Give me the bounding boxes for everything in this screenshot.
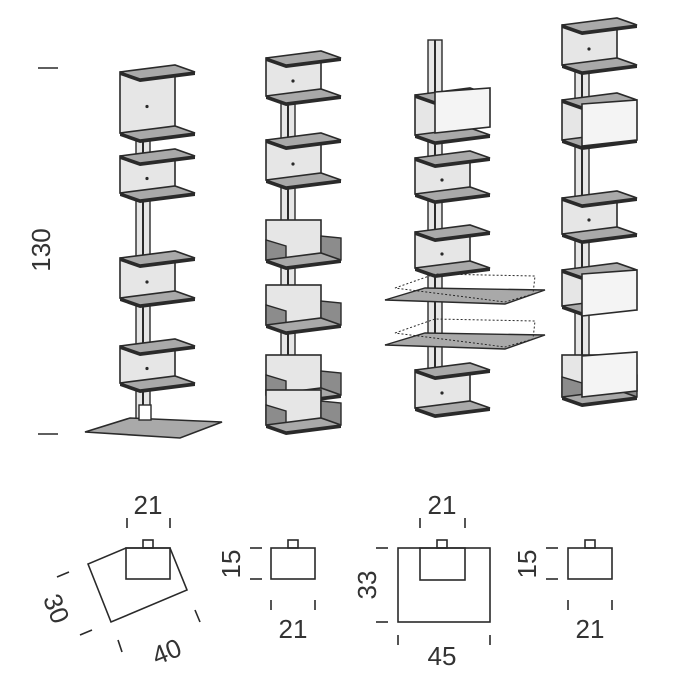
tray-depth-label: 33 <box>352 571 382 600</box>
screw-dot <box>145 280 149 284</box>
magazine-flap <box>434 87 491 134</box>
height-dimension: 130 <box>26 67 58 435</box>
shelf-edge <box>266 58 341 68</box>
shelf-edge <box>120 193 195 203</box>
tray-board <box>384 287 546 305</box>
shelf-module <box>119 64 196 143</box>
shelf-edge <box>415 194 490 204</box>
shelf-edge <box>415 135 490 145</box>
shelf-edge <box>266 260 341 270</box>
tray-outline <box>394 318 536 348</box>
screw-dot <box>145 366 149 371</box>
module-back <box>119 71 176 134</box>
screw-dot <box>291 162 295 166</box>
module-b-height-label: 15 <box>512 550 542 579</box>
magazine-flap <box>581 269 638 317</box>
plan-view-module-a: 15 21 <box>216 539 316 644</box>
shelf-edge <box>120 383 195 393</box>
shelf-edge <box>120 346 195 356</box>
shelf-module <box>265 132 342 190</box>
shelf-edge <box>266 180 341 190</box>
pole-nut <box>584 539 596 549</box>
shelf-edge <box>266 425 341 435</box>
module-a-height-label: 15 <box>216 550 246 579</box>
glass-tray <box>384 318 546 350</box>
pole-nut <box>142 539 154 549</box>
screw-dot <box>145 176 149 181</box>
shelf-module <box>561 190 638 244</box>
shelf-edge <box>415 232 490 242</box>
screw-dot <box>291 79 295 83</box>
shelf-edge <box>562 65 637 75</box>
plan-view-tray: 21 33 45 <box>352 490 491 671</box>
shelf-edge <box>562 198 637 208</box>
bin-module <box>265 284 342 335</box>
module-a-width-label: 21 <box>279 614 308 644</box>
shelf-module <box>414 150 491 204</box>
shelf-edge <box>120 258 195 268</box>
screw-dot <box>587 218 591 222</box>
tray-board <box>384 332 546 350</box>
shelf-edge <box>120 156 195 166</box>
shelf-module <box>119 250 196 308</box>
shelf-edge <box>266 140 341 150</box>
base-depth-label: 30 <box>37 590 76 628</box>
screw-dot <box>440 252 444 256</box>
screw-dot <box>587 47 591 51</box>
height-label: 130 <box>26 228 56 271</box>
shelf-edge <box>120 133 195 143</box>
base-width-label: 40 <box>148 632 186 671</box>
tray-width-label: 45 <box>428 641 457 671</box>
bin-module <box>265 389 342 435</box>
screw-dot <box>440 391 444 395</box>
shelf-edge <box>415 158 490 168</box>
shelf-module <box>414 362 491 418</box>
module-b-width-label: 21 <box>576 614 605 644</box>
shelf-module <box>119 148 196 203</box>
shelf-module <box>119 338 196 393</box>
screw-dot <box>145 104 149 109</box>
base-plate-outline <box>86 547 189 624</box>
base-plate <box>84 417 223 439</box>
screw-dot <box>440 178 444 182</box>
module-outline <box>567 547 613 580</box>
tray-top-width-label: 21 <box>428 490 457 520</box>
shelf-edge <box>415 408 490 418</box>
plan-view-module-b: 15 21 <box>512 539 613 644</box>
base-bracket <box>138 404 152 421</box>
module-outline <box>419 547 466 581</box>
module-outline <box>270 547 316 580</box>
shelf-edge <box>120 72 195 82</box>
shelf-module <box>265 50 342 106</box>
module-outline <box>125 547 171 580</box>
pole-nut <box>287 539 299 549</box>
shelf-edge <box>562 234 637 244</box>
plan-view-base: 21 30 40 <box>37 490 201 671</box>
base-module-width-label: 21 <box>134 490 163 520</box>
shelf-edge <box>562 25 637 35</box>
shelf-edge <box>562 397 637 407</box>
shelf-edge <box>120 298 195 308</box>
pole-nut <box>436 539 448 549</box>
shelf-module <box>414 224 491 278</box>
bin-module <box>265 219 342 270</box>
shelf-columns <box>84 17 638 439</box>
magazine-flap <box>581 99 638 147</box>
magazine-flap <box>581 351 638 398</box>
shelf-edge <box>266 325 341 335</box>
shelf-edge <box>415 370 490 380</box>
shelf-module <box>561 17 638 75</box>
glass-tray <box>384 273 546 305</box>
shelf-edge <box>266 96 341 106</box>
shelf-edge <box>415 268 490 278</box>
tray-outline <box>394 273 536 303</box>
tray-outline <box>397 547 491 623</box>
